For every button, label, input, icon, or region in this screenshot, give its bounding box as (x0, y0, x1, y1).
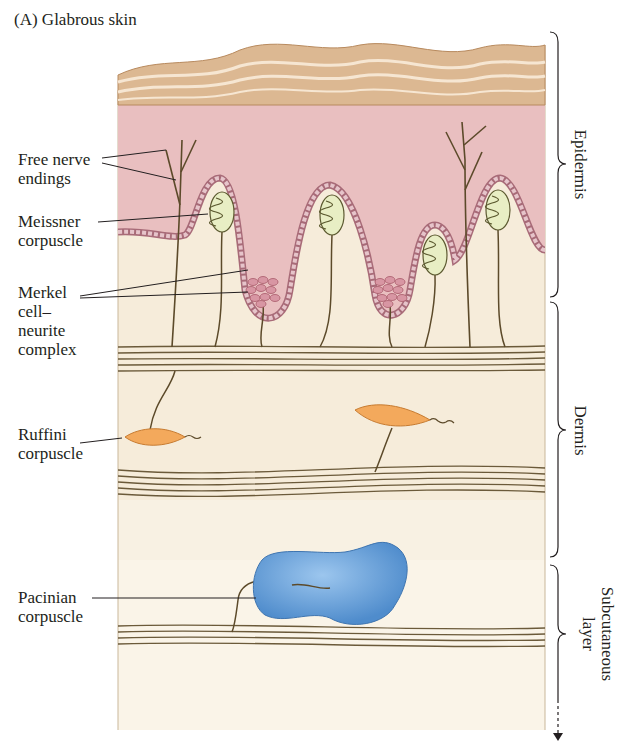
arrow-head (553, 733, 563, 741)
figure-title: (A) Glabrous skin (14, 10, 137, 29)
part-label: Merkel cell–neurite complex (18, 283, 90, 359)
dermis-lower (118, 500, 545, 560)
stratum-corneum (118, 44, 545, 105)
skin-block (118, 90, 545, 730)
layer-label: Subcutaneous layer (579, 578, 617, 690)
ruffini-corpuscle (125, 405, 454, 445)
layer-label: Dermis (571, 375, 590, 485)
nerve-fiber (150, 230, 505, 632)
surface-band (118, 75, 545, 92)
part-label: Free nerve endings (18, 150, 118, 188)
leader-line (80, 150, 256, 598)
layer-label: Epidermis (571, 109, 590, 219)
merkel-complex (246, 277, 407, 308)
nerve-bundle (118, 346, 545, 647)
part-label: Meissner corpuscle (18, 212, 118, 250)
meissner-corpuscle (210, 190, 511, 275)
part-label: Ruffini corpuscle (18, 425, 118, 463)
surface-band (118, 89, 545, 100)
layer-bracket (550, 32, 566, 733)
nerve-fiber (292, 584, 330, 588)
pacinian-corpuscle (253, 542, 407, 624)
part-label: Pacinian corpuscle (18, 588, 118, 626)
free-nerve-ending (166, 122, 486, 347)
